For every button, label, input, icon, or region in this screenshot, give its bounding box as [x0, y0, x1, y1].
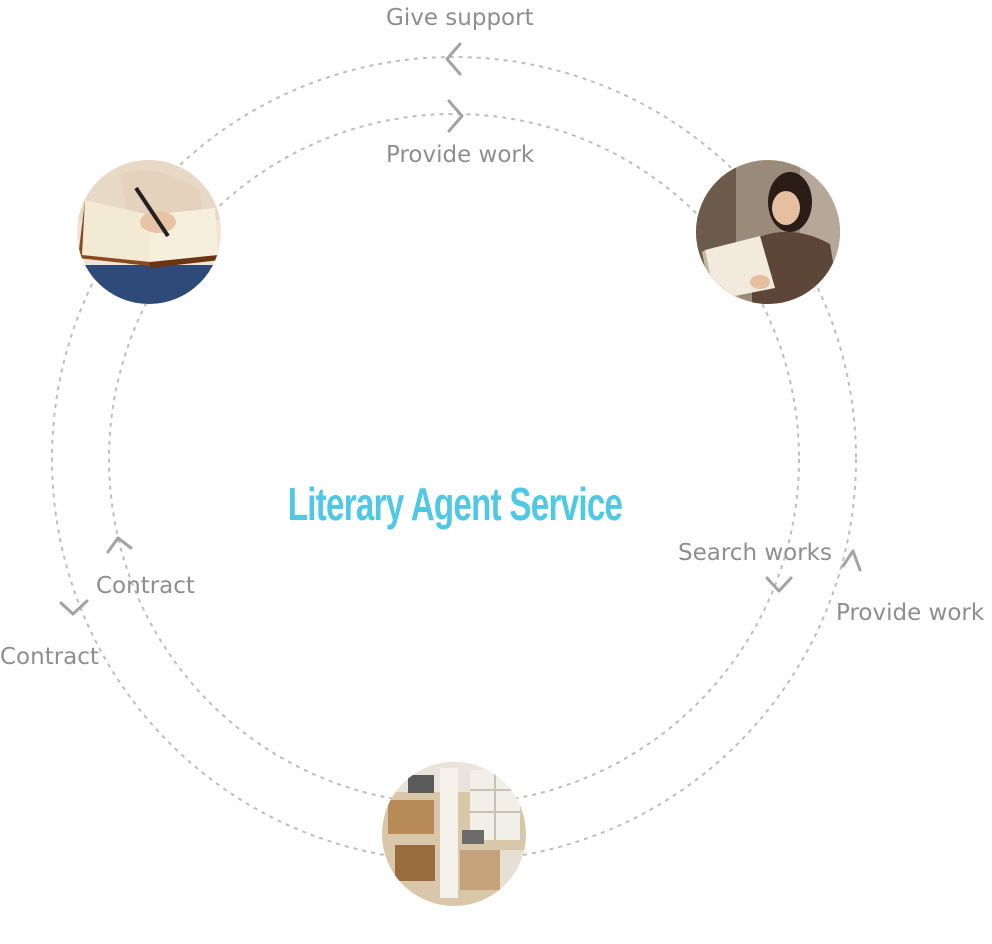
chevron-down-icon [765, 576, 793, 593]
writer-photo-node [77, 160, 221, 304]
contract-outer-label: Contract [0, 644, 99, 670]
provide-work-top-label: Provide work [386, 142, 535, 168]
chevron-down-icon [59, 599, 89, 616]
chevron-up-icon [106, 536, 133, 554]
search-works-label: Search works [678, 540, 832, 566]
chevron-right-icon [447, 99, 464, 133]
chevron-up-icon [841, 549, 862, 572]
chevron-left-icon [445, 42, 462, 76]
give-support-label: Give support [386, 5, 534, 31]
agency-office-photo-node [382, 762, 526, 906]
diagram-title: Literary Agent Service [288, 480, 623, 530]
contract-inner-label: Contract [96, 573, 195, 599]
provide-work-right-label: Provide work [836, 600, 985, 626]
reader-photo-node [696, 160, 840, 304]
